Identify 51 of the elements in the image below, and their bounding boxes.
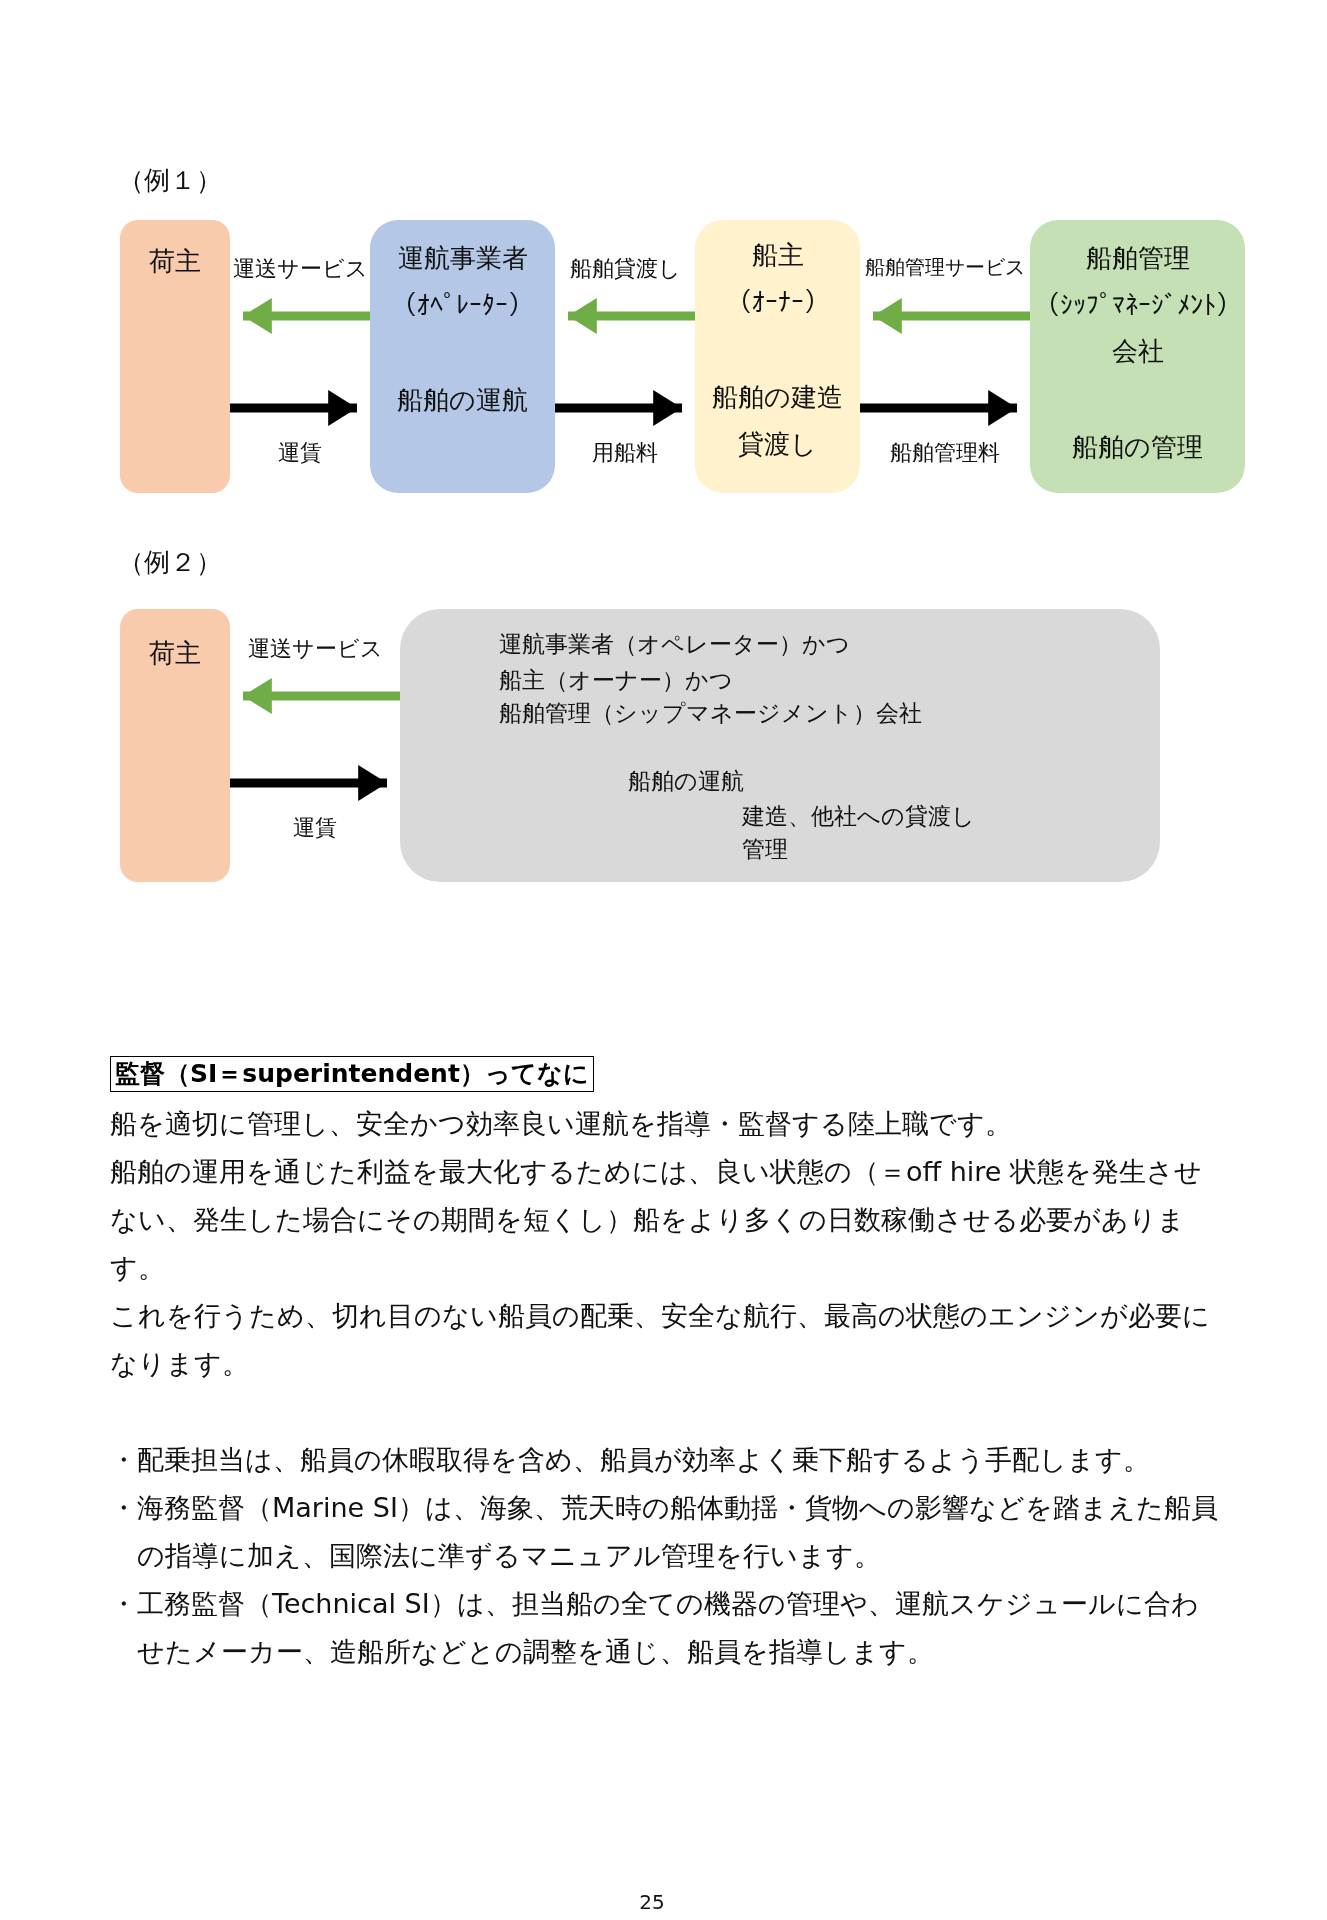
shipper-box bbox=[120, 220, 230, 493]
box-text: 船舶の管理 bbox=[1072, 430, 1203, 464]
shipper-box bbox=[120, 609, 230, 882]
box-text: （ｵｰﾅｰ） bbox=[725, 286, 830, 317]
box-text: （ｼｯﾌﾟﾏﾈｰｼﾞﾒﾝﾄ） bbox=[1033, 289, 1242, 320]
box-text: 船舶の建造 bbox=[712, 380, 843, 414]
ship-management-box bbox=[1030, 220, 1245, 493]
bullet-text: ・海務監督（Marine SI）は、海象、荒天時の船体動揺・貨物への影響などを踏まえた船員の指導に加え、国際法に準ずるマニュアル管理を行います。 bbox=[110, 1491, 1219, 1573]
box-title: 運航事業者 bbox=[397, 241, 528, 275]
arrow bbox=[230, 390, 357, 426]
paragraph-text: これを行うため、切れ目のない船員の配乗、安全な航行、最高の状態のエンジンが必要になります。 bbox=[110, 1299, 1211, 1381]
page-number: 25 bbox=[639, 1889, 665, 1916]
bullet-text: ・配乗担当は、船員の休暇取得を含め、船員が効率よく乗下船するよう手配します。 bbox=[110, 1443, 1151, 1477]
edge-label: 運賃 bbox=[278, 439, 322, 467]
box-text: 管理 bbox=[742, 834, 788, 864]
box-text: 船主（オーナー）かつ bbox=[498, 665, 733, 695]
arrow bbox=[568, 298, 695, 334]
box-title: 荷主 bbox=[149, 244, 201, 278]
arrow bbox=[555, 390, 682, 426]
box-title: 船舶管理 bbox=[1085, 241, 1190, 275]
edge-label: 船舶貸渡し bbox=[569, 255, 681, 283]
paragraph-text: 船を適切に管理し、安全かつ効率良い運航を指導・監督する陸上職です。 bbox=[110, 1107, 1013, 1141]
arrow bbox=[243, 678, 400, 714]
heading-box: 監督（SI＝superintendent）ってなに bbox=[110, 1056, 594, 1092]
combined-company-box bbox=[400, 609, 1160, 882]
box-text: 建造、他社への貸渡し bbox=[742, 801, 975, 831]
example-label: （例１） bbox=[118, 164, 222, 197]
arrow bbox=[860, 390, 1017, 426]
box-title: 荷主 bbox=[149, 636, 201, 670]
arrow bbox=[243, 298, 370, 334]
box-text: 会社 bbox=[1111, 334, 1164, 368]
box-title: 運航事業者（オペレーター）かつ bbox=[498, 630, 850, 659]
box-text: 船舶管理（シップマネージメント）会社 bbox=[498, 698, 922, 728]
box-text: 船舶の運航 bbox=[628, 766, 744, 796]
box-text: （ｵﾍﾟﾚｰﾀｰ） bbox=[391, 289, 534, 320]
arrow bbox=[230, 765, 387, 801]
edge-label: 用船料 bbox=[592, 439, 658, 467]
arrow bbox=[873, 298, 1030, 334]
box-text: 船舶の運航 bbox=[397, 383, 528, 417]
operator-box bbox=[370, 220, 555, 493]
edge-label: 船舶管理サービス bbox=[865, 254, 1025, 281]
edge-label: 運送サービス bbox=[247, 635, 383, 663]
paragraph-text: 船舶の運用を通じた利益を最大化するためには、良い状態の（＝off hire 状態を発生させない、発生した場合にその期間を短くし）船をより多くの日数稼働させる必要があります。 bbox=[110, 1155, 1204, 1285]
box-text: 貸渡し bbox=[738, 427, 817, 461]
edge-label: 運送サービス bbox=[232, 255, 368, 283]
example-label: （例２） bbox=[118, 546, 222, 579]
edge-label: 船舶管理料 bbox=[890, 439, 1000, 467]
owner-box bbox=[695, 220, 860, 493]
box-title: 船主 bbox=[751, 239, 804, 272]
bullet-text: ・工務監督（Technical SI）は、担当船の全ての機器の管理や、運航スケジュールに合わせたメーカー、造船所などとの調整を通じ、船員を指導します。 bbox=[110, 1587, 1200, 1669]
edge-label: 運賃 bbox=[293, 814, 337, 842]
